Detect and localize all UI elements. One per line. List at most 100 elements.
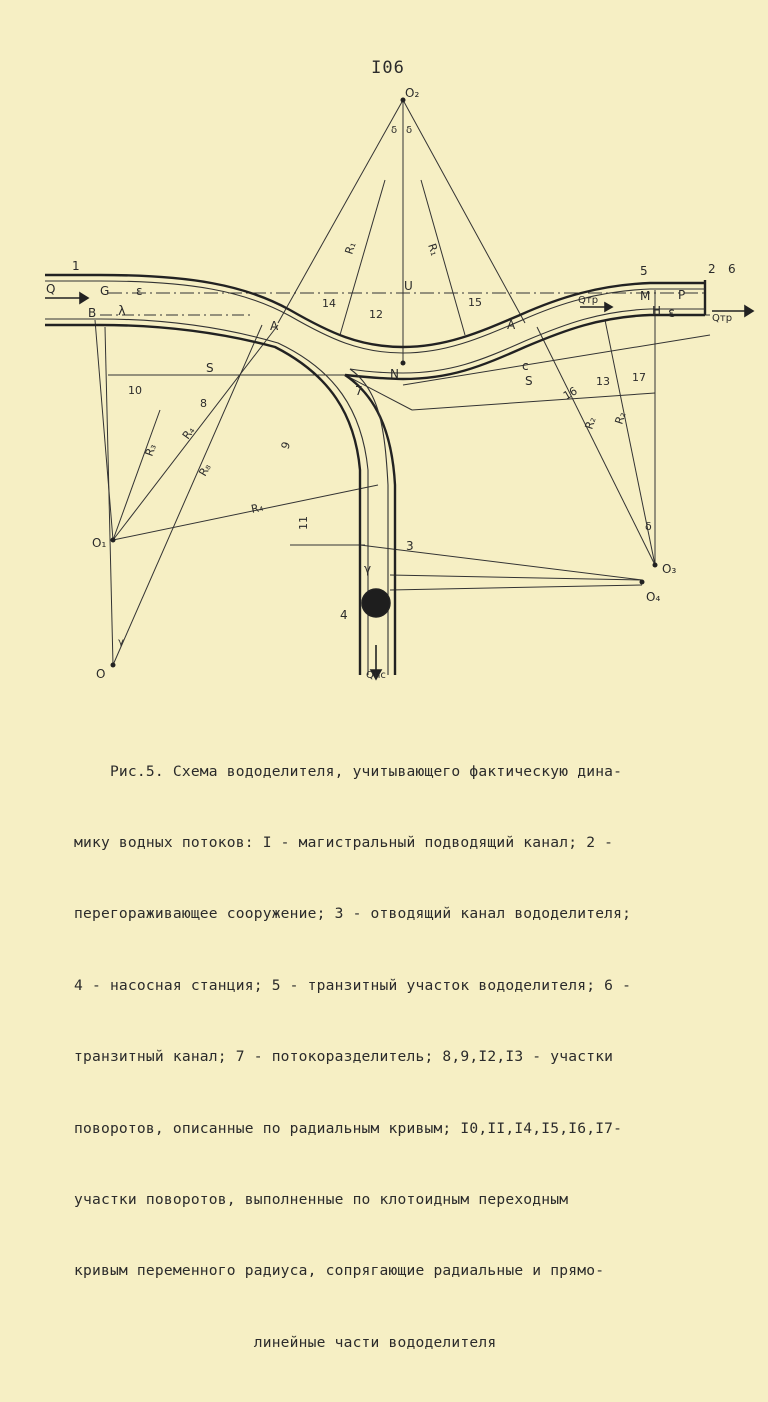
points: [110, 97, 658, 668]
caption-line: мику водных потоков: I - магистральный п…: [74, 833, 614, 851]
ray-o4-a: [359, 544, 643, 581]
ray-o2-r1a: [339, 179, 386, 336]
left-branch-wall: [45, 323, 362, 675]
label-q-nc: Qнс: [366, 670, 386, 681]
dim-c: [402, 334, 711, 386]
ray-o2-a2: [402, 99, 526, 324]
point-o3: [652, 562, 658, 568]
label-b: B: [88, 306, 96, 320]
label-u: U: [404, 279, 413, 293]
caption-line: поворотов, описанные по радиальным кривы…: [74, 1119, 623, 1137]
label-o: O: [96, 667, 105, 681]
label-c: c: [522, 359, 529, 373]
arrow-q-tr-head: [744, 304, 755, 318]
dim-s-join: [344, 374, 413, 411]
caption-line: линейные части вододелителя: [74, 1333, 497, 1351]
label-g: G: [100, 284, 109, 298]
label-m: M: [640, 289, 650, 303]
ray-o4-b: [389, 574, 643, 581]
point-n: [400, 360, 406, 366]
label-o4: O₄: [646, 590, 660, 604]
dim-s-right: [411, 392, 656, 411]
water-divider-diagram: O₂ O₁ O O₃ O₄ Q Qтр Qтр Qнс B G λ ε A A …: [0, 85, 768, 699]
label-n11: 11: [297, 516, 310, 530]
label-n1: 1: [72, 259, 80, 273]
label-r2a: R₂: [582, 415, 598, 430]
channel-inner-lines: [45, 280, 705, 675]
label-o2: O₂: [405, 86, 419, 100]
ray-o2-a: [277, 99, 404, 324]
ray-o1-a: [112, 324, 279, 541]
point-o1: [110, 537, 116, 543]
label-n12: 12: [369, 308, 383, 321]
label-r1a: R₁: [342, 240, 358, 255]
label-o1: O₁: [92, 536, 106, 550]
label-s1: S: [206, 361, 214, 375]
label-gamma-o: γ: [118, 637, 124, 648]
label-s2: S: [525, 374, 533, 388]
ray-o1-r3: [112, 409, 161, 541]
label-r1b: R₁: [425, 242, 441, 257]
point-o4: [639, 579, 645, 585]
label-gamma-top-r: δ: [406, 125, 412, 136]
label-n4: 4: [340, 608, 348, 622]
inner-wall-right: [344, 313, 705, 381]
arrow-q-tr-mid-head: [604, 301, 614, 313]
caption-line: транзитный канал; 7 - потокоразделитель;…: [74, 1048, 614, 1066]
ray-o1-r4: [112, 484, 379, 541]
label-eps1: ε: [136, 284, 143, 298]
ray-o-a: [112, 324, 263, 666]
label-a2: A: [507, 318, 516, 332]
label-n5: 5: [640, 264, 648, 278]
diagram-svg: O₂ O₁ O O₃ O₄ Q Qтр Qтр Qнс B G λ ε A A …: [45, 86, 755, 681]
label-p: P: [678, 288, 685, 302]
point-o2: [400, 97, 406, 103]
inner-line-right: [349, 308, 705, 374]
pump-station: [362, 589, 390, 617]
caption-line: Рис.5. Схема вододелителя, учитывающего …: [74, 762, 623, 780]
diagram-labels: O₂ O₁ O O₃ O₄ Q Qтр Qтр Qнс B G λ ε A A …: [46, 86, 736, 681]
label-n8: 8: [200, 397, 207, 410]
inner-line-top: [45, 280, 705, 354]
ray-o-b: [104, 326, 114, 666]
pump-ring: [361, 588, 391, 618]
caption-line: 4 - насосная станция; 5 - транзитный уча…: [74, 976, 632, 994]
label-q-in: Q: [46, 282, 55, 296]
construction-lines: [94, 99, 711, 666]
outer-wall-top: [45, 273, 705, 349]
figure-caption: Рис.5. Схема вододелителя, учитывающего …: [74, 712, 734, 1402]
label-n10: 10: [128, 384, 142, 397]
ray-o3-r2: [604, 319, 656, 566]
label-n3: 3: [406, 539, 414, 553]
label-n9: 9: [279, 440, 294, 451]
label-n16: 16: [561, 384, 580, 402]
inner-line-branch: [349, 368, 389, 675]
label-n: N: [390, 367, 399, 381]
scanned-page: I06: [0, 58, 768, 1351]
label-r8: R₈: [196, 461, 214, 478]
label-r2b: R₂: [612, 410, 628, 425]
label-n14: 14: [322, 297, 336, 310]
label-h: H: [652, 304, 661, 318]
ray-o2-r1b: [420, 179, 466, 336]
label-gamma-o3: δ: [645, 520, 652, 533]
ray-o1-b: [94, 319, 114, 541]
label-lambda: λ: [118, 304, 126, 319]
label-r4a: R₄: [180, 424, 198, 442]
page-number: I06: [371, 58, 405, 78]
caption-line: перегораживающее сооружение; 3 - отводящ…: [74, 905, 632, 923]
label-n15: 15: [468, 296, 482, 309]
label-a1: A: [270, 319, 279, 333]
label-gamma-top-l: δ: [391, 125, 397, 136]
label-gamma-v: γ: [364, 562, 371, 576]
label-r4b: R₄: [250, 501, 265, 516]
label-eps2: ε: [668, 306, 675, 321]
ray-o4-c: [389, 584, 643, 591]
label-n17: 17: [632, 371, 646, 384]
label-n2: 2: [708, 262, 716, 276]
label-q-tr-mid: Qтр: [578, 295, 598, 306]
label-n6: 6: [728, 262, 736, 276]
right-branch-wall: [344, 374, 397, 675]
point-o: [110, 662, 116, 668]
label-n13: 13: [596, 375, 610, 388]
